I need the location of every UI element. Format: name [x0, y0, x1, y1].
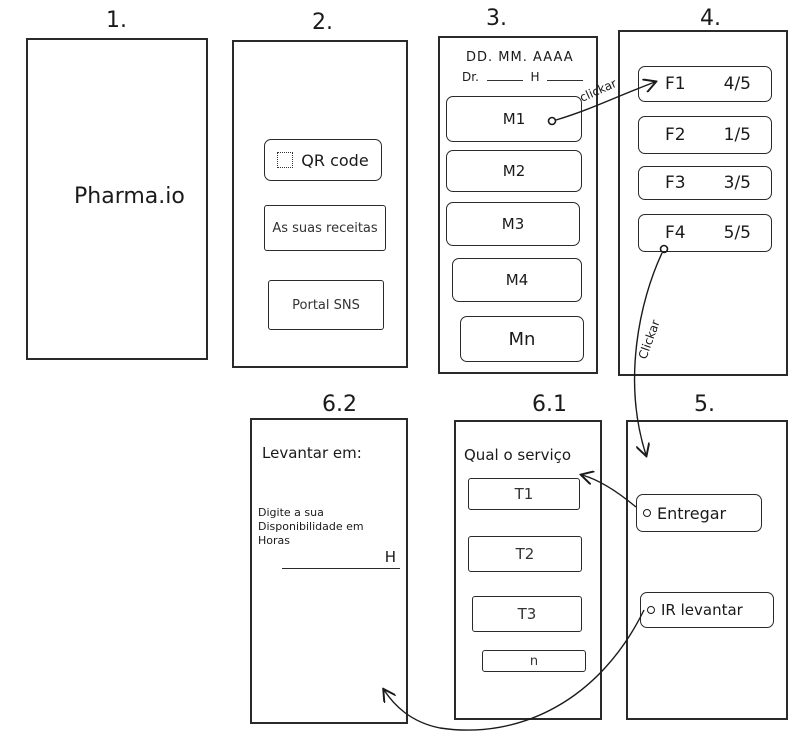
step-number-6-2: 6.2	[322, 392, 357, 417]
screen-2-menu: QR code As suas receitas Portal SNS	[232, 40, 408, 368]
pharmacy-name: F4	[665, 223, 686, 243]
click-annotation-1: clickar	[578, 76, 619, 105]
availability-prompt-line2: Disponibilidade em	[258, 520, 364, 533]
arrow-pickup-to-levantar	[384, 609, 645, 731]
medicine-item-m4[interactable]: M4	[452, 258, 582, 302]
portal-sns-button[interactable]: Portal SNS	[268, 280, 384, 330]
hours-input[interactable]: H	[282, 548, 400, 569]
pharmacy-name: F2	[665, 125, 686, 145]
service-title: Qual o serviço	[464, 446, 572, 464]
radio-dot-icon	[647, 606, 655, 614]
click-origin-dot	[659, 244, 669, 254]
pharmacy-stock: 3/5	[723, 173, 751, 193]
prescription-date: DD. MM. AAAA	[466, 50, 574, 65]
medicine-item-mn[interactable]: Mn	[460, 316, 584, 362]
step-number-6-1: 6.1	[532, 392, 567, 417]
step-number-2: 2.	[312, 10, 333, 35]
pharmacy-row-f4[interactable]: F4 5/5	[638, 214, 772, 252]
medicine-label: M2	[502, 162, 526, 180]
availability-prompt-line1: Digite a sua	[258, 506, 324, 519]
arrow-deliver-to-service	[582, 475, 637, 508]
doctor-prefix: Dr.	[462, 70, 479, 84]
qr-code-label: QR code	[301, 150, 369, 170]
arrow-f4-to-delivery	[633, 252, 663, 455]
medicine-label: Mn	[508, 328, 536, 350]
pharmacy-stock: 4/5	[723, 74, 751, 94]
click-origin-dot	[547, 116, 557, 126]
hour-label: H	[530, 70, 540, 84]
screen-6-2-pickup: Levantar em: Digite a sua Disponibilidad…	[250, 418, 408, 724]
availability-prompt-line3: Horas	[258, 534, 290, 547]
pharmacy-name: F1	[665, 74, 686, 94]
pharmacy-name: F3	[665, 173, 686, 193]
portal-sns-label: Portal SNS	[292, 297, 360, 313]
service-label: n	[529, 653, 539, 669]
pickup-title: Levantar em:	[262, 444, 362, 462]
medicine-item-m2[interactable]: M2	[446, 150, 582, 192]
deliver-option-label: Entregar	[657, 503, 727, 523]
qr-code-button[interactable]: QR code	[264, 139, 382, 181]
qr-code-icon	[277, 152, 294, 168]
service-label: T1	[514, 485, 534, 503]
step-number-1: 1.	[106, 8, 127, 33]
medicine-label: M3	[501, 215, 525, 233]
prescriptions-label: As suas receitas	[272, 220, 378, 236]
pharmacy-stock: 5/5	[723, 223, 751, 243]
screen-3-medicines: DD. MM. AAAA Dr. H M1 M2 M3 M4 Mn	[438, 36, 598, 374]
service-item-t3[interactable]: T3	[472, 596, 582, 632]
pharmacy-row-f3[interactable]: F3 3/5	[638, 166, 772, 200]
service-item-t2[interactable]: T2	[468, 536, 582, 572]
radio-dot-icon	[643, 509, 651, 517]
hours-unit: H	[384, 548, 396, 566]
screen-1-splash: Pharma.io	[26, 38, 208, 360]
deliver-option-button[interactable]: Entregar	[636, 494, 762, 532]
medicine-label: M4	[505, 271, 529, 289]
pharmacy-row-f2[interactable]: F2 1/5	[638, 116, 772, 154]
step-number-3: 3.	[486, 6, 507, 31]
service-item-n[interactable]: n	[482, 650, 586, 672]
step-number-4: 4.	[700, 6, 721, 31]
arrow-m1-to-pharmacy	[555, 82, 655, 121]
pickup-option-label: IR levantar	[661, 601, 743, 619]
service-item-t1[interactable]: T1	[468, 478, 580, 510]
pickup-option-button[interactable]: IR levantar	[640, 592, 774, 628]
prescriptions-button[interactable]: As suas receitas	[264, 205, 386, 251]
medicine-label: M1	[502, 110, 526, 128]
app-title: Pharma.io	[74, 184, 185, 209]
pharmacy-row-f1[interactable]: F1 4/5	[638, 66, 772, 102]
doctor-label: Dr. H	[462, 70, 584, 84]
step-number-5: 5.	[694, 392, 715, 417]
screen-6-1-service: Qual o serviço T1 T2 T3 n	[454, 420, 602, 720]
service-label: T2	[515, 545, 535, 563]
pharmacy-stock: 1/5	[723, 125, 751, 145]
screen-5-delivery-choice: Entregar IR levantar	[626, 420, 788, 720]
medicine-item-m3[interactable]: M3	[446, 202, 580, 246]
service-label: T3	[517, 605, 537, 623]
